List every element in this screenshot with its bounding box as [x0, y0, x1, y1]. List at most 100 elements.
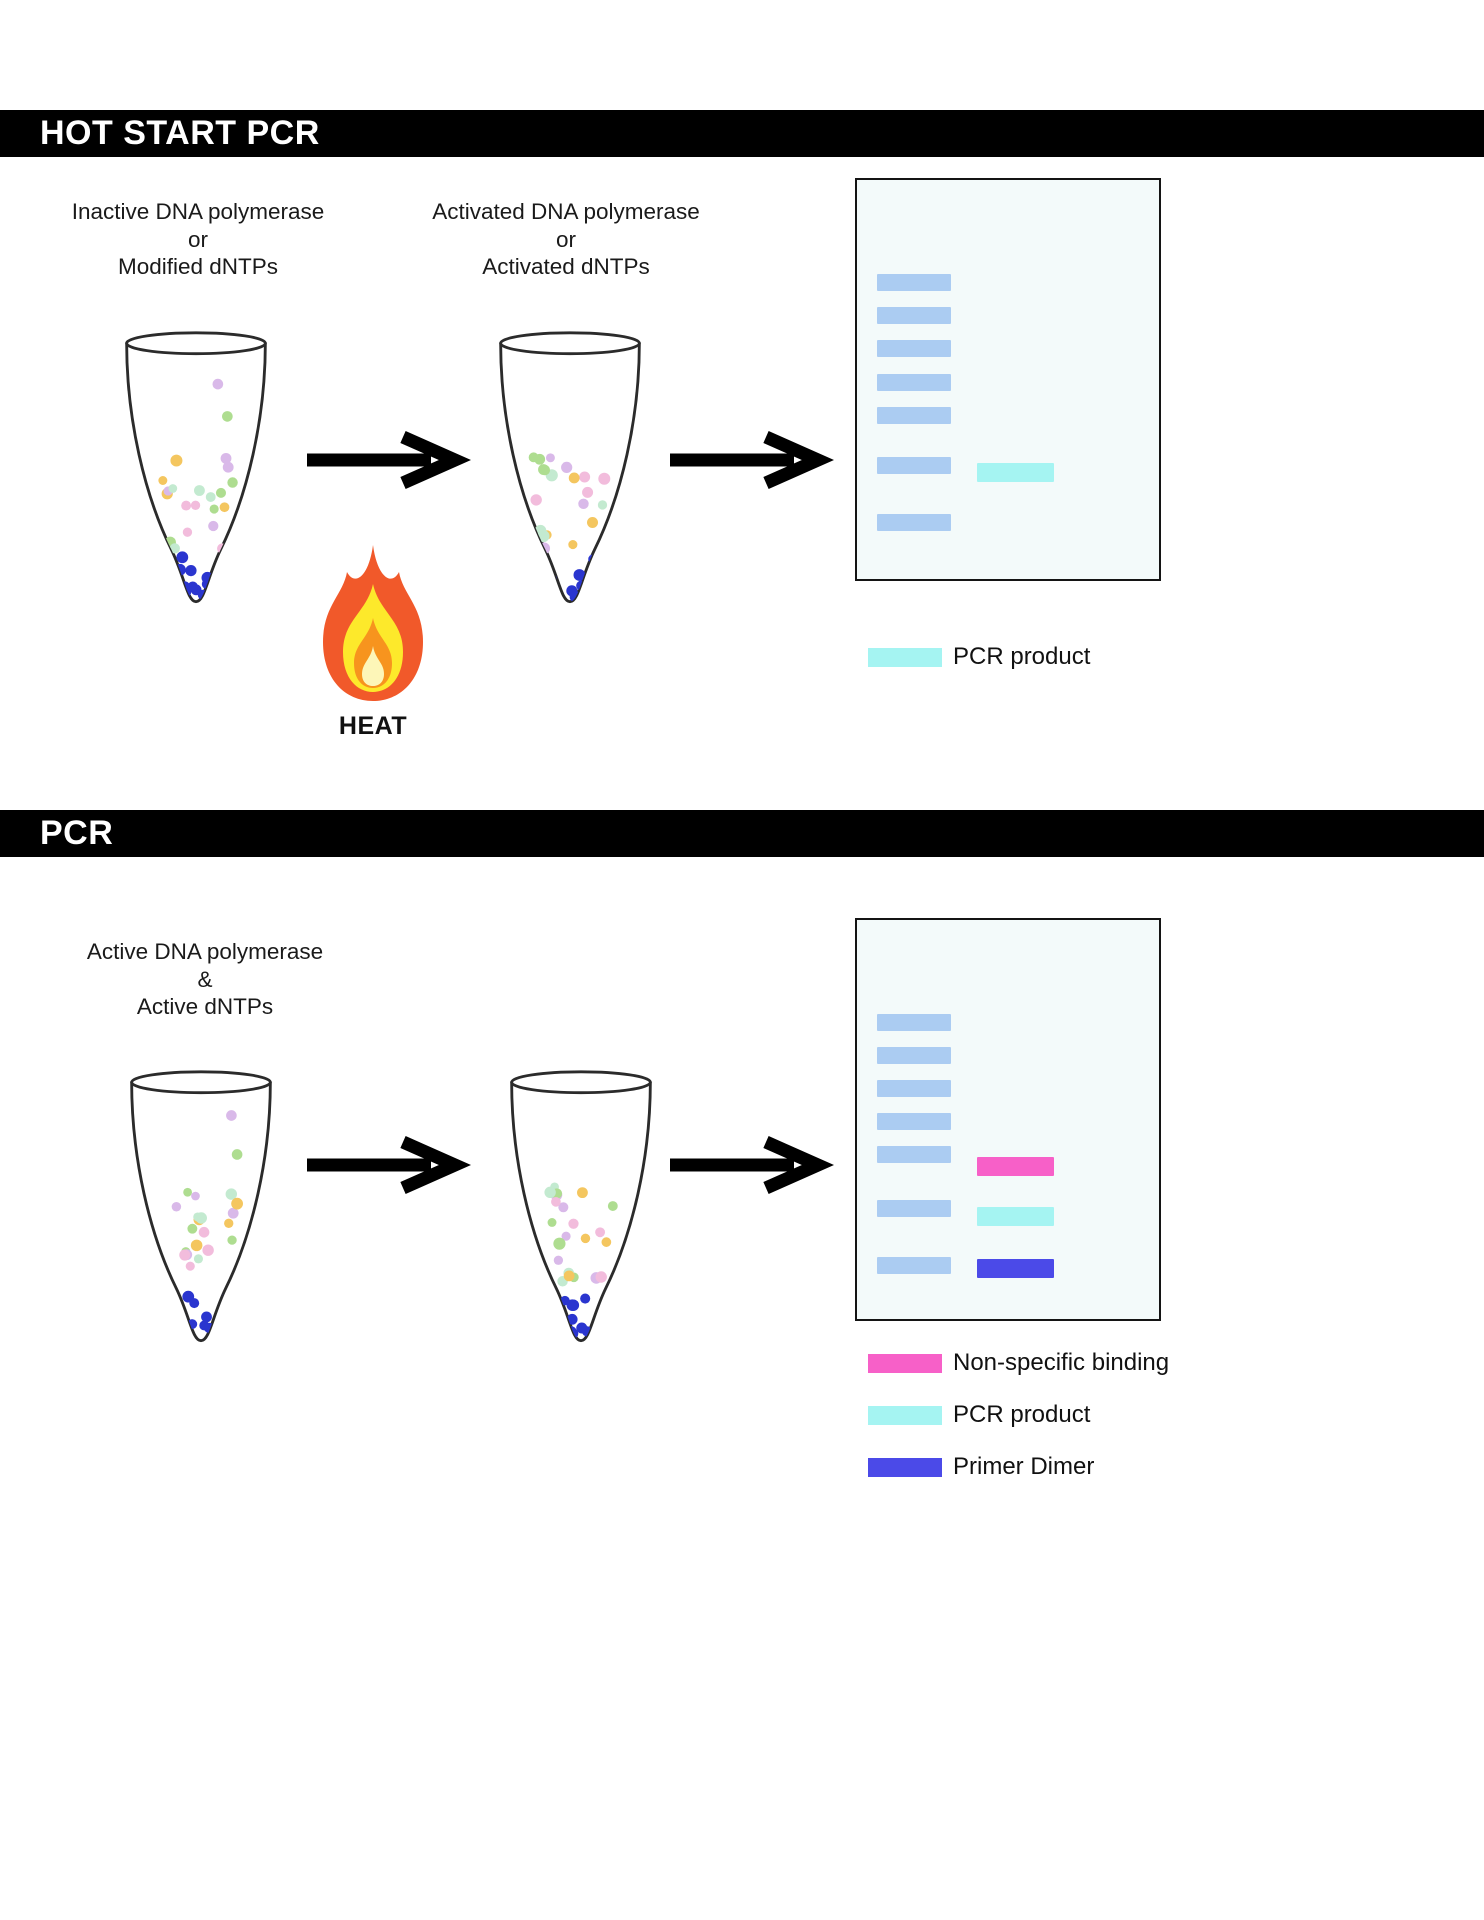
- tube-rim: [499, 331, 641, 356]
- reagent-dot: [597, 500, 608, 510]
- reagent-dot: [227, 1235, 237, 1245]
- reagent-dot: [219, 502, 230, 513]
- tube-svg: [499, 331, 641, 604]
- reagent-dot: [187, 1223, 198, 1234]
- gel-sample-band: [977, 1259, 1054, 1278]
- reagent-dot: [566, 1313, 578, 1325]
- reagent-dot: [190, 1239, 203, 1252]
- reagent-dot: [222, 461, 234, 473]
- reagent-dot: [547, 1218, 557, 1227]
- label-line: &: [197, 966, 213, 992]
- reagent-dot: [181, 500, 192, 511]
- gel-electrophoresis-pcr: [855, 918, 1161, 1321]
- reagent-dot: [577, 1187, 588, 1199]
- reagent-dot: [563, 1270, 575, 1282]
- reagent-dot: [208, 520, 219, 532]
- legend-swatch: [868, 1457, 942, 1477]
- reagent-dot: [176, 551, 189, 564]
- reagent-dot: [197, 589, 208, 600]
- reagent-dot: [569, 591, 582, 602]
- reagent-dot: [551, 1197, 561, 1207]
- reagent-dot: [601, 1237, 612, 1247]
- legend-item-primer-dimer: Primer Dimer: [868, 1453, 1169, 1481]
- reagent-dot: [222, 411, 233, 422]
- reagent-dot: [170, 454, 183, 467]
- legend-label: PCR product: [953, 643, 1091, 670]
- gel-ladder-band: [877, 1257, 951, 1274]
- reagent-dot: [158, 476, 168, 485]
- legend-label: Primer Dimer: [953, 1453, 1095, 1480]
- reagent-dot: [538, 464, 549, 475]
- gel-ladder-band: [877, 1014, 951, 1031]
- tube-svg: [130, 1070, 272, 1343]
- reagent-dot: [534, 453, 546, 465]
- legend-item-pcr-product: PCR product: [868, 643, 1090, 671]
- gel-ladder-band: [877, 1047, 951, 1064]
- pcr-header-title: PCR: [40, 814, 114, 852]
- reagent-dot: [198, 1226, 210, 1238]
- reagent-dot: [227, 1207, 239, 1219]
- flame-icon: [323, 545, 423, 701]
- reagent-dot: [573, 569, 586, 581]
- reagent-dot: [168, 484, 178, 493]
- arrow-right-icon: [670, 431, 834, 489]
- reagent-dot: [578, 498, 589, 510]
- reagent-dot: [215, 487, 227, 498]
- reagent-dot: [580, 1233, 591, 1244]
- reagent-dot: [231, 1197, 243, 1210]
- gel-electrophoresis-hot-start: [855, 178, 1161, 581]
- reagent-dot: [530, 494, 542, 506]
- reagent-dot: [231, 1149, 243, 1160]
- reagent-dot: [201, 1311, 212, 1323]
- label-line: Active dNTPs: [136, 994, 274, 1019]
- reagent-dot: [190, 500, 201, 510]
- reagent-dot: [193, 1212, 203, 1222]
- tube-rim: [125, 331, 267, 356]
- label-line: or: [187, 226, 208, 252]
- gel-ladder-band: [877, 407, 951, 424]
- reagent-dot: [579, 471, 591, 483]
- pcr-legend: Non-specific binding PCR product Primer …: [868, 1349, 1169, 1481]
- reagent-dot: [568, 539, 578, 550]
- reagent-dot: [595, 1227, 606, 1238]
- legend-item-nonspecific: Non-specific binding: [868, 1349, 1169, 1377]
- tube-contents: [167, 1110, 243, 1334]
- reagent-dot: [167, 1295, 179, 1307]
- reagent-dot: [561, 1231, 571, 1241]
- reagent-dot: [185, 1261, 195, 1271]
- reagent-dot: [568, 1218, 579, 1229]
- reagent-dot: [607, 1201, 618, 1211]
- tube-active-reagents: [125, 1062, 277, 1359]
- tube-body: [125, 341, 267, 604]
- reagent-dot: [548, 1299, 561, 1312]
- label-line: Inactive DNA polymerase: [71, 199, 325, 224]
- reagent-dot: [224, 1218, 234, 1228]
- gel-ladder-band: [877, 457, 951, 474]
- reagent-dot: [558, 1202, 569, 1213]
- reagent-dot: [212, 378, 224, 390]
- tube-inactive-reagents: [120, 323, 272, 620]
- reagent-dot: [582, 486, 594, 498]
- label-line: Active DNA polymerase: [86, 939, 324, 964]
- reagent-dot: [544, 1186, 556, 1199]
- legend-swatch: [868, 647, 942, 667]
- reagent-dot: [580, 1293, 591, 1304]
- arrow-right-icon: [307, 1136, 471, 1194]
- gel-sample-band: [977, 1157, 1054, 1176]
- arrow-right-icon: [670, 1136, 834, 1194]
- pcr-left-tube-label: Active DNA polymerase & Active dNTPs: [64, 938, 346, 1021]
- reagent-dot: [182, 527, 193, 537]
- reagent-dot: [191, 1191, 200, 1201]
- reagent-dot: [566, 1299, 579, 1311]
- label-line: Activated DNA polymerase: [432, 199, 700, 224]
- gel-ladder-band: [877, 340, 951, 357]
- reagent-dot: [598, 472, 611, 485]
- legend-label: PCR product: [953, 1401, 1091, 1428]
- reagent-dot: [593, 561, 604, 573]
- tube-body: [510, 1080, 652, 1343]
- reagent-dot: [553, 1255, 564, 1265]
- reagent-dot: [537, 557, 548, 568]
- label-line: Modified dNTPs: [117, 254, 279, 279]
- hot-start-legend: PCR product: [868, 643, 1090, 671]
